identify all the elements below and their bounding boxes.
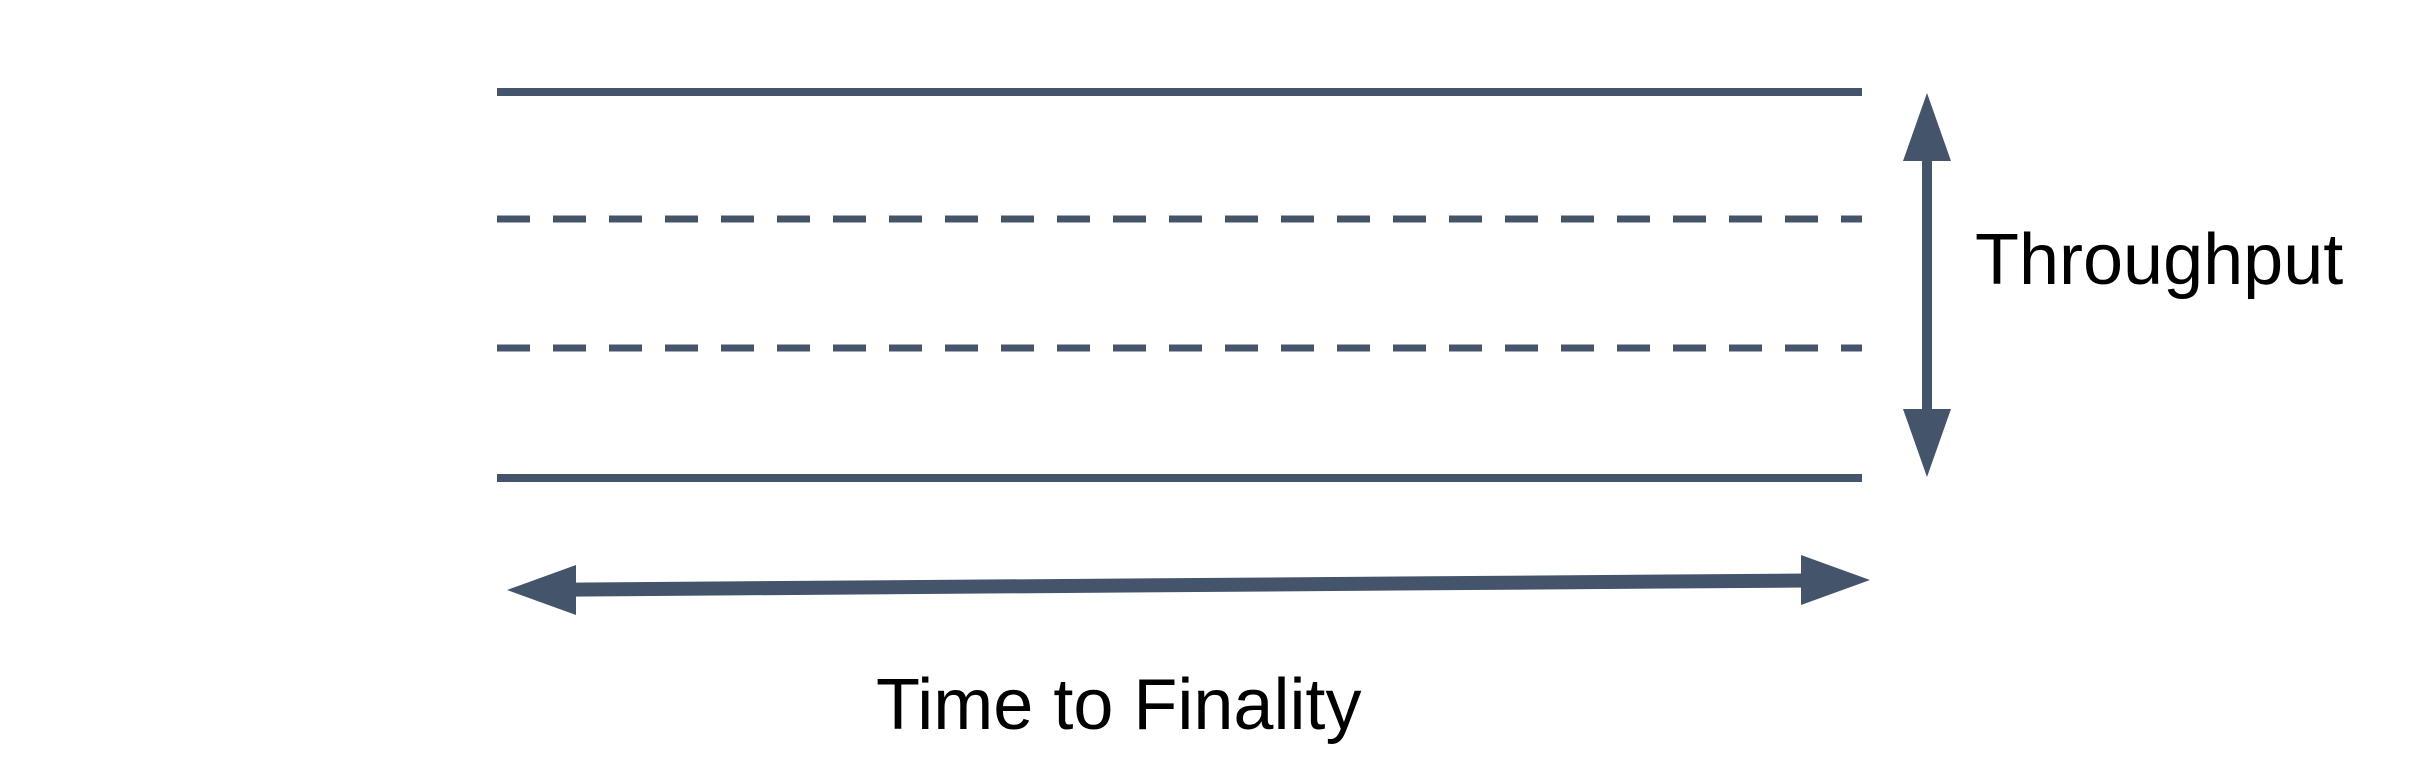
time-to-finality-label: Time to Finality xyxy=(876,665,1362,745)
time-to-finality-arrow-left-head-icon xyxy=(507,565,576,615)
time-to-finality-arrow-shaft xyxy=(569,573,1808,597)
throughput-arrow-down-head-icon xyxy=(1903,409,1951,477)
throughput-label: Throughput xyxy=(1975,220,2344,300)
throughput-arrow-up-head-icon xyxy=(1903,93,1951,161)
time-to-finality-arrow-right-head-icon xyxy=(1801,555,1870,605)
throughput-arrow xyxy=(1903,93,1951,477)
time-to-finality-arrow xyxy=(507,555,1870,615)
